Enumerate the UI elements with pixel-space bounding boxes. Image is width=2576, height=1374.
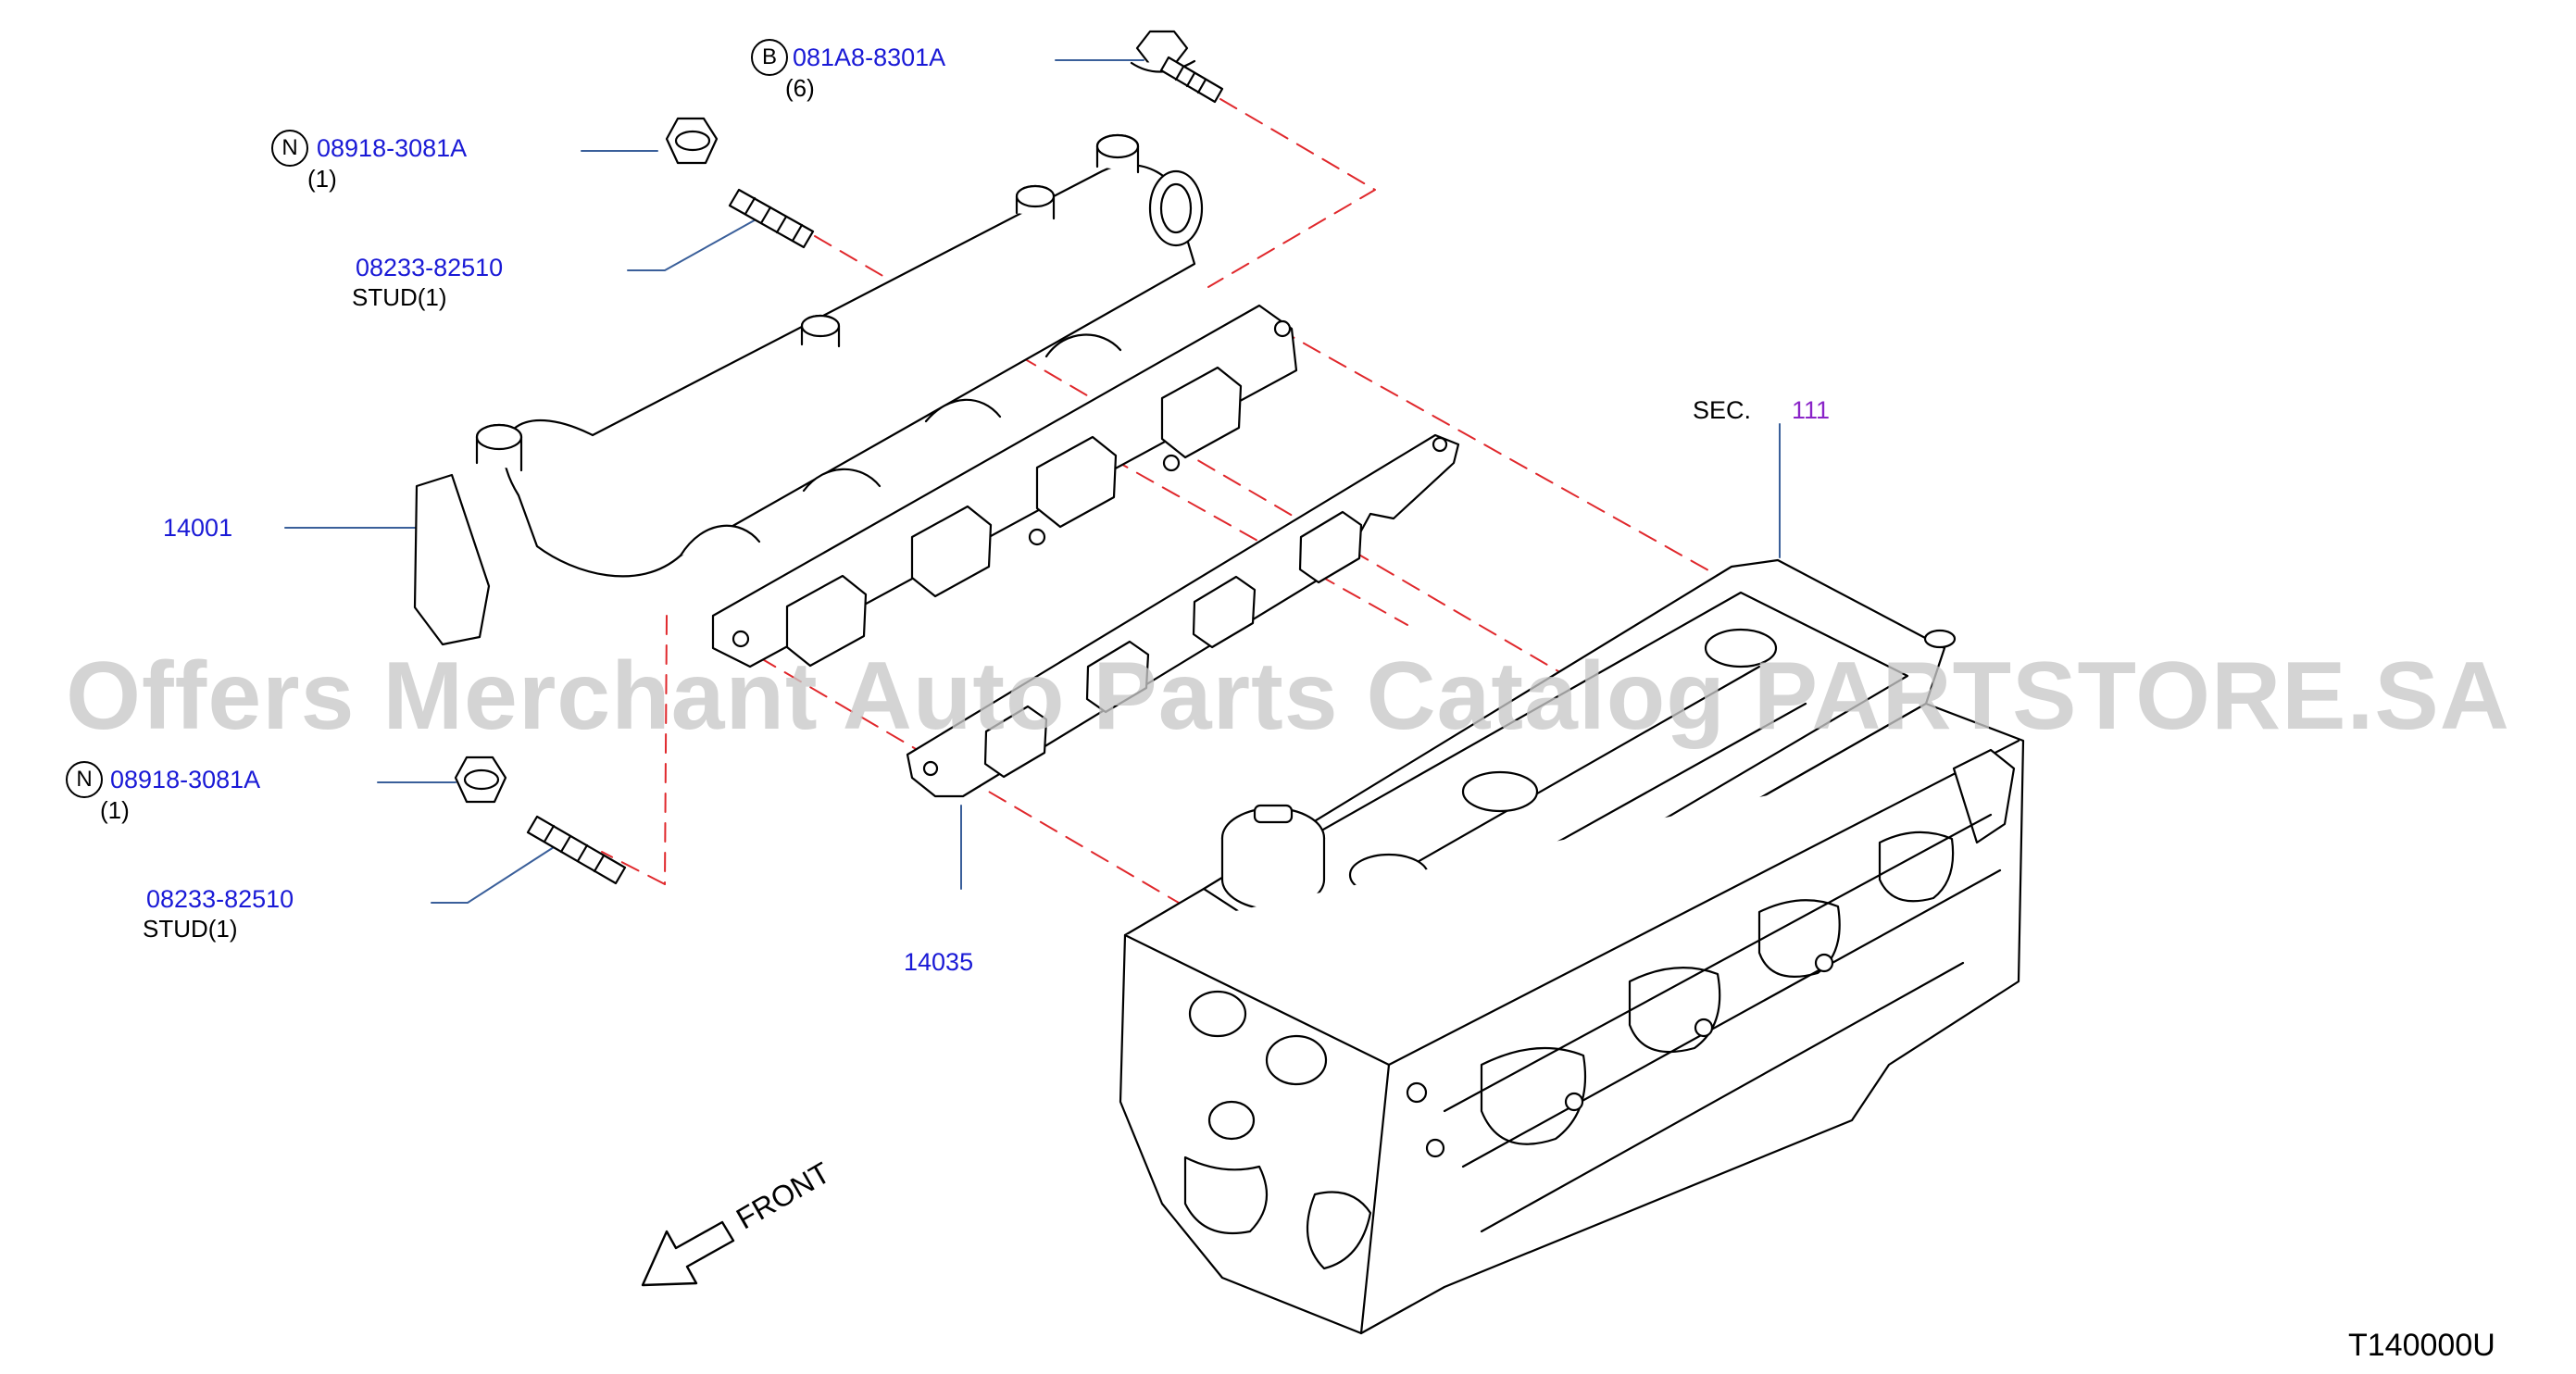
stud-upper-drawing	[728, 188, 815, 249]
manifold-gasket-drawing	[906, 433, 1460, 798]
nut-upper-drawing	[665, 117, 719, 165]
exhaust-manifold-drawing	[413, 133, 1298, 668]
nut-upper-symbol-circle: N	[271, 130, 308, 167]
section-number-link[interactable]: 111	[1792, 396, 1831, 424]
nut-upper-quantity: (1)	[307, 165, 337, 193]
front-direction-arrow-icon	[641, 1220, 735, 1287]
nut-lower-part-number-link[interactable]: 08918-3081A	[110, 766, 261, 793]
nut-lower-drawing	[454, 756, 507, 804]
bolt-quantity: (6)	[785, 74, 815, 102]
flange-bolt-drawing	[1130, 30, 1224, 104]
stud-lower-description: STUD(1)	[143, 915, 238, 943]
section-prefix: SEC.	[1693, 396, 1752, 424]
cylinder-head-drawing	[1119, 558, 2025, 1335]
stud-lower-drawing	[526, 815, 627, 885]
stud-lower-part-number-link[interactable]: 08233-82510	[146, 885, 294, 913]
gasket-part-number-link[interactable]: 14035	[904, 948, 974, 976]
diagram-code: T140000U	[2348, 1328, 2495, 1363]
watermark-text: Offers Merchant Auto Parts Catalog PARTS…	[66, 643, 2510, 750]
leader-lines	[284, 59, 1781, 904]
stud-upper-description: STUD(1)	[352, 283, 447, 311]
bolt-symbol-circle: B	[751, 39, 788, 76]
stud-upper-part-number-link[interactable]: 08233-82510	[356, 254, 504, 281]
bolt-part-number-link[interactable]: 081A8-8301A	[793, 44, 946, 71]
manifold-part-number-link[interactable]: 14001	[163, 514, 233, 542]
nut-lower-quantity: (1)	[100, 796, 130, 824]
nut-lower-symbol-circle: N	[66, 761, 103, 798]
nut-upper-part-number-link[interactable]: 08918-3081A	[317, 134, 468, 162]
